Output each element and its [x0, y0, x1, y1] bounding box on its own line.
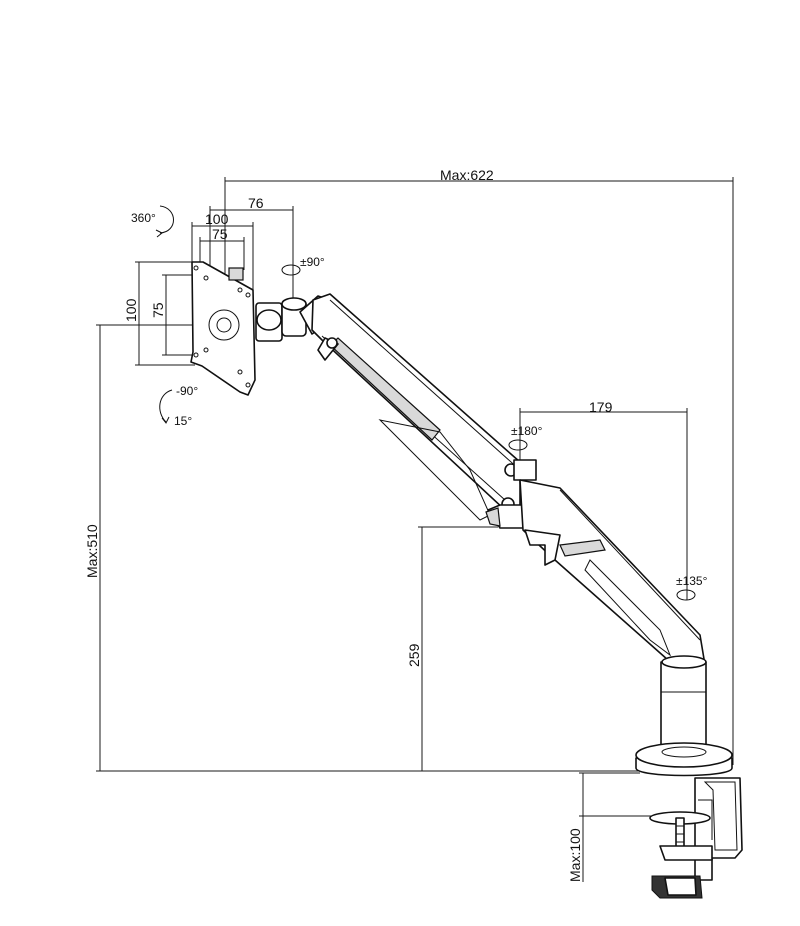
tilt-back-label: -90°	[176, 384, 198, 398]
head-offset-label: 76	[248, 195, 264, 211]
swivel-base-icon	[676, 589, 696, 601]
max-width-label: Max:622	[440, 167, 494, 183]
vesa-outer-h-label: 100	[205, 211, 229, 227]
swivel-head-label: ±90°	[300, 255, 325, 269]
pole-offset-label: 179	[589, 399, 613, 415]
swivel-base-label: ±135°	[676, 574, 708, 588]
swivel-mid-icon	[508, 439, 528, 451]
clamp-max-label: Max:100	[567, 828, 583, 882]
tilt-icon	[159, 389, 173, 424]
swivel-head-icon	[281, 260, 301, 280]
desk-clamp	[649, 777, 743, 899]
desk-base	[635, 742, 733, 777]
support-pole	[660, 655, 707, 748]
tilt-forward-label: 15°	[174, 414, 192, 428]
vesa-inner-h-label: 75	[212, 226, 228, 242]
vesa-inner-v-label: 75	[150, 302, 166, 318]
rotate-360-icon	[155, 205, 174, 238]
rotate-360-label: 360°	[131, 211, 156, 225]
vesa-outer-v-label: 100	[123, 298, 139, 322]
vesa-plate	[190, 261, 256, 396]
forearm	[311, 293, 521, 521]
pole-height-label: 259	[406, 643, 422, 667]
max-height-label: Max:510	[84, 524, 100, 578]
swivel-mid-label: ±180°	[511, 424, 543, 438]
